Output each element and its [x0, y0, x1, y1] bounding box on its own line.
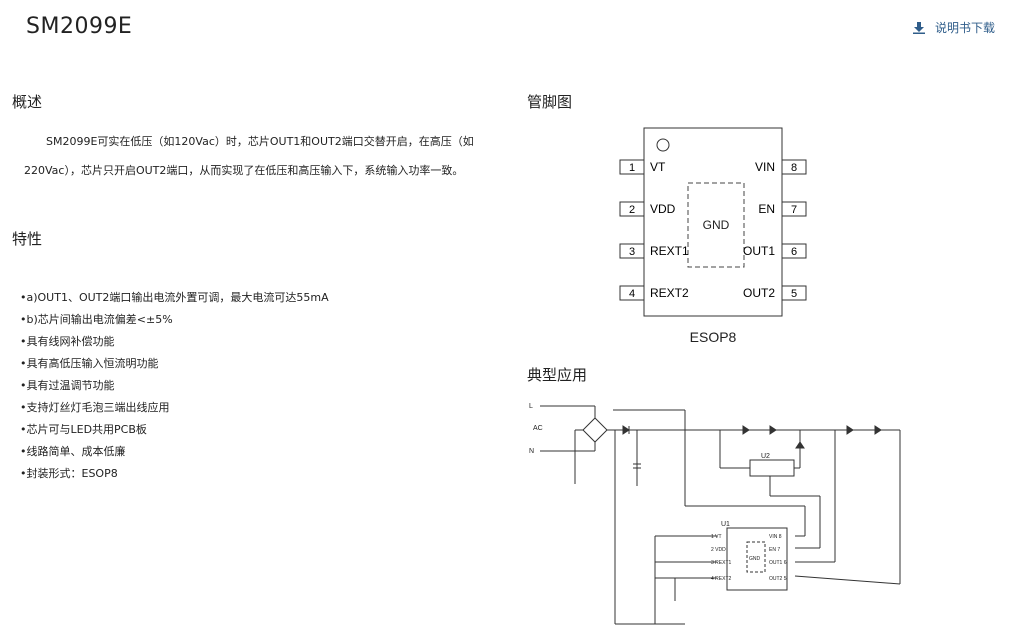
pin-name: VT [650, 160, 666, 174]
pin-name: REXT1 [650, 244, 689, 258]
feature-item: •具有过温调节功能 [20, 379, 115, 392]
u1-pin-label: 4 REXT2 [711, 576, 732, 582]
pin-box [781, 285, 807, 301]
chip-body [643, 127, 783, 317]
feature-item: •具有高低压输入恒流明功能 [20, 357, 159, 370]
features-list: •a)OUT1、OUT2端口输出电流外置可调，最大电流可达55mA •b)芯片间… [20, 290, 329, 488]
download-icon [912, 21, 925, 34]
pin-box [619, 243, 645, 259]
pin-number: 8 [791, 162, 797, 174]
gnd-pad [687, 182, 745, 268]
pin-number: 7 [791, 204, 797, 216]
pin-number: 1 [629, 162, 635, 174]
pin-number: 2 [629, 204, 635, 216]
u1-label: U1 [721, 521, 730, 528]
pin-number: 4 [629, 288, 635, 300]
overview-text: SM2099E可实在低压（如120Vac）时，芯片OUT1和OUT2端口交替开启… [24, 127, 494, 185]
feature-item: •支持灯丝灯毛泡三端出线应用 [20, 401, 170, 414]
u1-pin-label: VIN 8 [769, 534, 782, 540]
u1-pin-label: 1 VT [711, 534, 722, 540]
pin-name: VIN [755, 160, 775, 174]
feature-item: •封装形式：ESOP8 [20, 467, 118, 480]
ac-label: AC [533, 425, 543, 432]
u1-pin-label: 2 VDD [711, 547, 726, 553]
pin-box [619, 159, 645, 175]
gnd-label: GND [703, 218, 730, 232]
features-title: 特性 [12, 230, 43, 248]
u2-label: U2 [761, 453, 770, 460]
pin-name: VDD [650, 202, 676, 216]
pin-number: 3 [629, 246, 635, 258]
pinout-title: 管脚图 [527, 93, 573, 111]
package-label: ESOP8 [690, 329, 737, 345]
pin-name: OUT1 [743, 244, 775, 258]
download-label: 说明书下载 [934, 21, 995, 35]
u1-pin-label: EN 7 [769, 547, 780, 553]
pin1-marker [656, 138, 670, 152]
u1-pin-label: OUT1 6 [769, 560, 787, 566]
u1-gnd-label: GND [749, 556, 761, 562]
pinout-diagram: GND 1 VT 2 VDD 3 REXT1 4 REXT2 8 VIN 7 E… [619, 127, 807, 345]
line-label: L [529, 403, 533, 410]
pin-box [781, 243, 807, 259]
pin-number: 5 [791, 288, 797, 300]
u1-pin-label: 3 REXT1 [711, 560, 732, 566]
page-title: SM2099E [26, 14, 133, 39]
feature-item: •b)芯片间输出电流偏差<±5% [20, 313, 173, 326]
pin-box [619, 285, 645, 301]
pin-box [619, 201, 645, 217]
feature-item: •具有线网补偿功能 [20, 335, 115, 348]
download-manual-link[interactable]: 说明书下载 [912, 19, 995, 36]
pin-name: OUT2 [743, 286, 775, 300]
u1-pin-label: OUT2 5 [769, 576, 787, 582]
feature-item: •a)OUT1、OUT2端口输出电流外置可调，最大电流可达55mA [20, 291, 329, 304]
pin-box [781, 201, 807, 217]
application-title: 典型应用 [527, 366, 588, 384]
application-circuit-diagram: L AC N U2 U1 GND 1 VT 2 VDD 3 REXT1 4 RE… [529, 403, 901, 625]
pin-name: EN [758, 202, 775, 216]
overview-title: 概述 [12, 93, 43, 111]
overview-paragraph: SM2099E可实在低压（如120Vac）时，芯片OUT1和OUT2端口交替开启… [24, 135, 474, 177]
neutral-label: N [529, 448, 534, 455]
pin-number: 6 [791, 246, 797, 258]
feature-item: •线路简单、成本低廉 [20, 445, 126, 458]
pin-name: REXT2 [650, 286, 689, 300]
pin-box [781, 159, 807, 175]
feature-item: •芯片可与LED共用PCB板 [20, 423, 147, 436]
